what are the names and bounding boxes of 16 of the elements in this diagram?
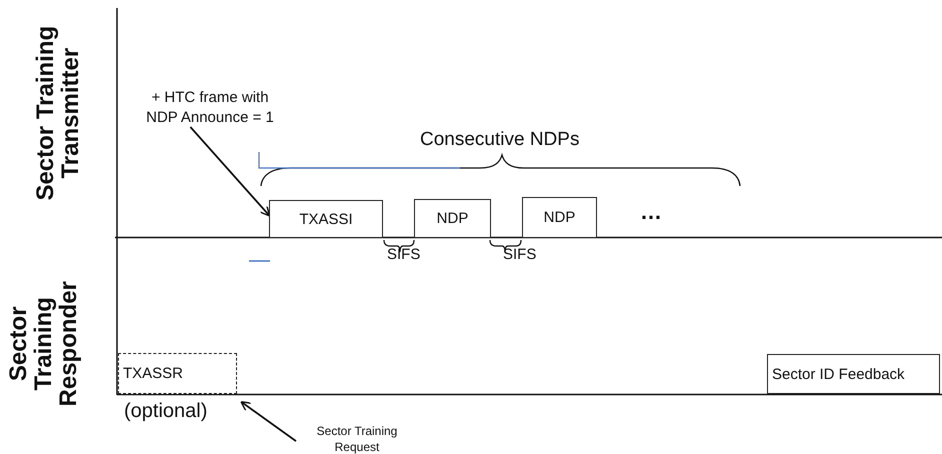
label-text: … xyxy=(640,200,662,224)
frame-box: NDP xyxy=(522,197,597,238)
label-text: SIFS xyxy=(503,247,536,263)
frame-box: Sector ID Feedback xyxy=(767,354,940,394)
side-note: (optional) xyxy=(124,400,208,423)
label-text: Consecutive NDPs xyxy=(420,130,580,150)
frame-box: TXASSI xyxy=(269,200,383,238)
arrow xyxy=(240,400,297,442)
lane-title: Sector Training Transmitter xyxy=(32,24,84,203)
annotation-text: Sector Training Request xyxy=(296,424,418,454)
arrow xyxy=(190,126,270,217)
frame-box: TXASSR xyxy=(118,353,237,394)
annotation-text: + HTC frame with NDP Announce = 1 xyxy=(140,88,280,127)
lane-title: Sector Training Responder xyxy=(6,280,82,408)
label-text: SIFS xyxy=(387,247,420,263)
frame-box: NDP xyxy=(414,199,491,238)
